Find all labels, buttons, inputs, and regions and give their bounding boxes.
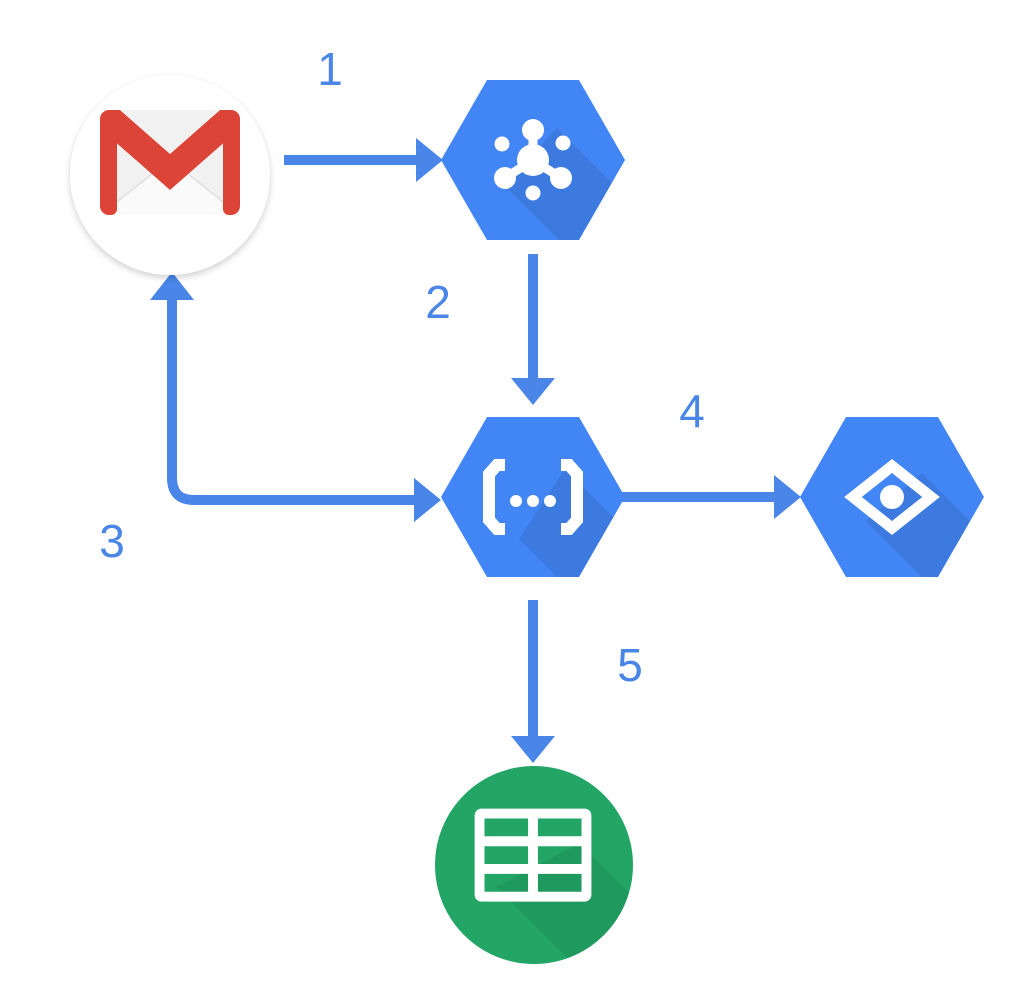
arrow-step-5 [511,600,555,763]
gmail-icon [100,110,240,215]
node-cloud-vision [800,417,984,577]
node-gmail [70,75,270,275]
arrowhead-down-icon [511,736,555,763]
code-brackets-icon [441,417,625,577]
step-label-5: 5 [617,639,643,691]
step-label-1: 1 [317,43,343,95]
arrowhead-right-icon [774,475,801,519]
node-google-sheets [435,766,633,964]
arrowhead-right-icon [416,138,443,182]
vision-eye-icon [800,417,984,577]
node-cloud-pubsub [441,80,625,240]
node-cloud-functions [441,417,625,577]
step-label-2: 2 [425,276,451,328]
arrowhead-up-icon [150,272,194,300]
step-label-4: 4 [679,385,705,437]
step-label-3: 3 [99,515,125,567]
arrow-step-1 [284,138,443,182]
spreadsheet-grid-icon [435,766,633,964]
arrowhead-right-icon [414,478,441,522]
pubsub-hub-icon [441,80,625,240]
arrow-step-3 [150,272,441,522]
arrow-step-2 [511,254,555,405]
arrowhead-down-icon [511,378,555,405]
arrow-step-4 [622,475,801,519]
